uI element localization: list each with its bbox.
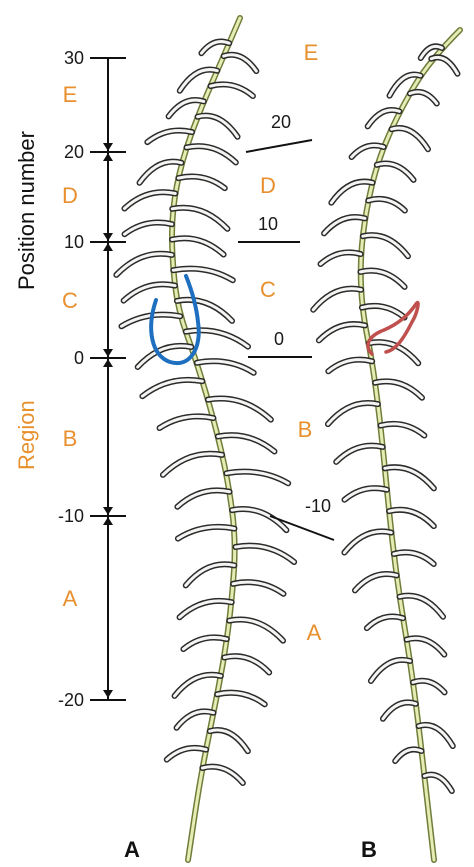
scale-region-e: E [63,82,78,107]
plant-region-b: B [298,417,313,442]
plant-b [313,30,460,860]
panel-label-b: B [361,837,377,862]
marker-line-minus-10 [270,516,334,540]
position-markers: 20 10 0 -10 [238,112,334,540]
marker-label-minus-10: -10 [305,496,331,516]
plant-region-e: E [304,40,319,65]
marker-label-10: 10 [258,214,278,234]
tick-label-minus-10: -10 [58,506,84,526]
tick-label-20: 20 [64,142,84,162]
marker-line-20 [246,140,312,152]
scale-region-b: B [63,426,78,451]
plant-region-a: A [307,620,322,645]
marker-label-0: 0 [274,329,284,349]
position-scale: Position number Region 30 20 10 0 -10 - [14,48,126,710]
plant-a [116,18,294,860]
tick-label-10: 10 [64,232,84,252]
tick-label-minus-20: -20 [58,690,84,710]
region-title: Region [14,400,39,470]
tick-label-0: 0 [74,348,84,368]
axis-title: Position number [14,131,39,290]
plant-region-d: D [260,173,276,198]
scale-region-c: C [62,288,78,313]
scale-region-a: A [63,586,78,611]
plant-region-c: C [260,277,276,302]
scale-region-d: D [62,183,78,208]
panel-label-a: A [124,837,140,862]
marker-label-20: 20 [271,112,291,132]
tick-label-30: 30 [64,48,84,68]
